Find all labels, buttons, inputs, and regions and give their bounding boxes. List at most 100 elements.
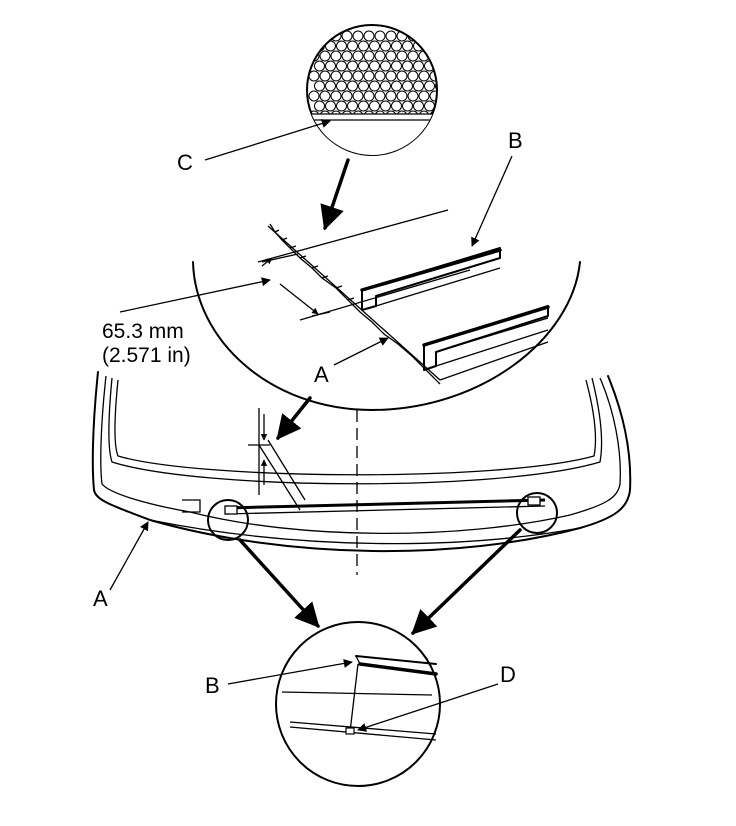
foam-bubble xyxy=(374,90,386,102)
foam-bubble xyxy=(314,100,325,112)
foam-bubble xyxy=(358,100,369,112)
pointer-left-to-end-detail xyxy=(238,538,320,628)
label-c: C xyxy=(177,150,193,175)
detail-circle-right xyxy=(516,492,558,534)
foam-bubble xyxy=(314,60,325,72)
foam-bubble xyxy=(407,70,419,82)
foam-bubble xyxy=(319,50,331,62)
foam-bubble xyxy=(407,90,419,102)
foam-bubble xyxy=(336,40,347,52)
foam-bubble xyxy=(352,70,364,82)
foam-bubble xyxy=(308,30,320,42)
foam-bubble xyxy=(308,70,320,82)
dimension-metric: 65.3 mm xyxy=(102,320,184,343)
foam-bubble xyxy=(325,80,336,92)
foam-bubble xyxy=(402,60,413,72)
pointer-section-to-windshield xyxy=(276,396,312,440)
end-detail-circle xyxy=(275,621,441,787)
foam-bubble xyxy=(374,50,386,62)
foam-bubble xyxy=(347,60,358,72)
foam-bubble xyxy=(363,50,375,62)
detail-circle-left xyxy=(207,499,249,541)
foam-bubble xyxy=(424,80,435,92)
foam-bubble xyxy=(429,30,437,42)
foam-bubble xyxy=(413,100,424,112)
foam-bubble xyxy=(380,60,391,72)
leader-b-top xyxy=(471,155,513,247)
foam-bubble xyxy=(369,80,380,92)
foam-bubble xyxy=(336,100,347,112)
label-d: D xyxy=(500,662,516,687)
label-a-top: A xyxy=(314,362,329,387)
foam-bubble xyxy=(363,30,375,42)
foam-bubble xyxy=(396,90,408,102)
foam-bubble xyxy=(336,60,347,72)
foam-bubble xyxy=(380,80,391,92)
foam-bubble xyxy=(341,90,353,102)
foam-bubble xyxy=(319,90,331,102)
foam-bubble xyxy=(429,50,437,62)
foam-bubble xyxy=(418,30,430,42)
molding-strip xyxy=(224,496,546,515)
foam-bubble xyxy=(429,90,437,102)
foam-bubble xyxy=(380,100,391,112)
foam-bubble xyxy=(391,40,402,52)
label-b-top: B xyxy=(508,128,523,153)
foam-bubble xyxy=(352,30,364,42)
foam-bubble xyxy=(424,40,435,52)
foam-bubble xyxy=(319,70,331,82)
leader-dimension xyxy=(119,277,271,313)
foam-bubble xyxy=(418,90,430,102)
leader-a-left xyxy=(109,521,149,591)
foam-bubble xyxy=(396,50,408,62)
foam-bubble xyxy=(374,70,386,82)
foam-bubble xyxy=(435,60,437,72)
foam-bubble xyxy=(341,30,353,42)
foam-bubble xyxy=(402,40,413,52)
foam-bubble xyxy=(352,50,364,62)
leader-b-bottom xyxy=(227,658,353,685)
foam-bubble xyxy=(319,30,331,42)
pointer-right-to-end-detail xyxy=(411,528,522,635)
foam-bubble xyxy=(385,50,397,62)
foam-bubble xyxy=(325,100,336,112)
foam-bubble xyxy=(369,40,380,52)
foam-bubble xyxy=(358,60,369,72)
foam-bubble xyxy=(385,70,397,82)
foam-bubble xyxy=(413,60,424,72)
foam-bubble xyxy=(347,40,358,52)
foam-bubble xyxy=(352,90,364,102)
foam-bubble xyxy=(369,60,380,72)
foam-bubble xyxy=(341,50,353,62)
foam-detail-circle xyxy=(306,24,438,156)
foam-bubble xyxy=(358,40,369,52)
foam-bubble xyxy=(435,100,437,112)
foam-bubble xyxy=(347,80,358,92)
windshield-dimension-ref xyxy=(248,408,306,511)
foam-bubble xyxy=(330,50,342,62)
foam-bubble xyxy=(385,30,397,42)
foam-bubble xyxy=(424,100,435,112)
label-b-bottom: B xyxy=(205,673,220,698)
section-detail xyxy=(192,209,581,411)
foam-bubble xyxy=(435,40,437,52)
foam-bubble xyxy=(396,70,408,82)
foam-bubble xyxy=(330,90,342,102)
foam-bubble xyxy=(380,40,391,52)
foam-bubble xyxy=(385,90,397,102)
foam-bubble xyxy=(407,50,419,62)
pointer-foam-to-section xyxy=(320,158,350,231)
foam-bubble xyxy=(435,80,437,92)
leader-d xyxy=(357,683,499,732)
foam-bubble xyxy=(391,80,402,92)
foam-bubble xyxy=(358,80,369,92)
label-a-left: A xyxy=(93,586,108,611)
foam-bubble xyxy=(413,80,424,92)
foam-bubble xyxy=(418,70,430,82)
foam-bubble xyxy=(369,100,380,112)
windshield-outline xyxy=(91,371,632,553)
dimension-imperial: (2.571 in) xyxy=(102,344,191,367)
foam-bubble xyxy=(391,60,402,72)
